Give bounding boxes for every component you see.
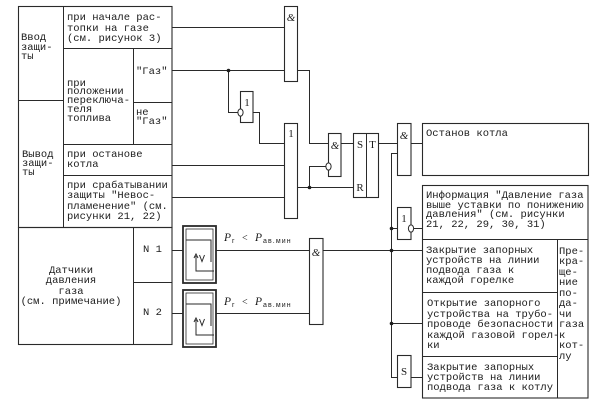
gate-label: S	[401, 366, 407, 378]
sensor-n2-label: N 2	[143, 307, 162, 319]
setpoint-subscript: ав.мин	[263, 302, 292, 309]
arrow-up-icon	[193, 252, 199, 259]
sensors-table-border	[17, 226, 173, 346]
inverted-output-icon	[407, 224, 415, 233]
inverted-input-icon	[237, 108, 244, 117]
gate-set: S	[396, 354, 412, 389]
protection-enable-label: Ввод защи- ты	[21, 32, 53, 63]
close-burner-valves-output: Закрытие запорных устройств на линии под…	[426, 245, 540, 287]
wire-or-to-inverted-input	[309, 166, 326, 188]
reset-input-label: R	[356, 182, 364, 194]
hysteresis-upper-icon	[186, 303, 212, 326]
sensors-table	[17, 226, 173, 346]
junctions	[226, 68, 394, 326]
pressure-symbol: P	[223, 296, 231, 308]
gate-body	[283, 122, 299, 220]
less-than-operator: <	[242, 233, 248, 244]
gate-or: 1	[283, 122, 299, 220]
gate-and-3: &	[396, 122, 412, 177]
gate-and-2: &	[325, 132, 342, 178]
boiler-stop-condition: при останове котла	[67, 149, 143, 172]
arrow-down-icon	[199, 318, 205, 327]
gate-body	[396, 354, 412, 389]
outputs-table-border	[421, 184, 589, 399]
pressure-sensor-n2	[182, 289, 217, 348]
gate-body	[327, 132, 342, 178]
open-safety-valve-output: Открытие запорного устройства на трубо- …	[427, 298, 560, 352]
junction-dot	[307, 185, 312, 190]
set-input-label: S	[357, 139, 363, 151]
pressure-condition-n2: Pг < Pав.мин	[223, 296, 292, 309]
gate-body	[396, 122, 412, 177]
sr-trigger: S R T	[352, 132, 380, 199]
close-boiler-valves-output: Закрытие запорных устройств на линии под…	[427, 361, 554, 394]
junction-dot	[389, 321, 394, 326]
gate-body	[283, 5, 299, 83]
gas-supply-stop-label: Пре- кра- ще- ние по- да- чи газа к кот-…	[559, 246, 585, 363]
pressure-sensor-n1	[182, 225, 217, 284]
wire-branch-to-not	[228, 70, 238, 113]
hysteresis-upper-icon	[186, 239, 212, 262]
junction-dot	[389, 226, 394, 231]
gate-label: 1	[244, 97, 250, 109]
sensor-inner-border	[185, 228, 214, 281]
boiler-stop-output: Останов котла	[426, 128, 508, 140]
junction-dot	[226, 68, 231, 73]
setpoint-symbol: P	[254, 232, 262, 244]
fuel-not-gas-option: не "Газ"	[136, 106, 168, 128]
wire-bus	[391, 153, 398, 378]
gate-and-1: &	[283, 5, 299, 83]
setpoint-subscript: ав.мин	[263, 238, 292, 245]
gate-label: &	[312, 247, 321, 259]
wire-and1-output	[297, 70, 329, 144]
fuel-gas-option: "Газ"	[136, 66, 168, 78]
protection-disable-label: Вывод защи- ты	[22, 148, 54, 180]
gate-body	[239, 90, 254, 124]
gas-pressure-sensors-label: Датчики давления газа (см. примечание)	[20, 264, 122, 309]
less-than-operator: <	[242, 297, 248, 308]
pressure-condition-n1: Pг < Pав.мин	[223, 232, 292, 245]
gate-not-1: 1	[237, 90, 254, 124]
junction-dot	[389, 248, 394, 253]
pressure-symbol: P	[223, 232, 231, 244]
trigger-label: T	[369, 139, 376, 151]
boiler-stop-box	[421, 122, 590, 177]
gate-label: &	[287, 12, 296, 24]
gate-label: 1	[288, 128, 294, 140]
inverted-input-icon	[325, 162, 332, 171]
gate-and-4: &	[308, 237, 324, 326]
arrow-up-icon	[193, 316, 199, 323]
fuel-switch-position-condition: при положении переключа- теля топлива	[67, 77, 131, 125]
gate-body	[396, 206, 412, 241]
flame-failure-condition: при срабатывании защиты "Невос- пламенен…	[67, 179, 168, 224]
hysteresis-lower-icon	[195, 320, 214, 336]
pressure-subscript: г	[232, 238, 236, 245]
sensor-inner-border	[185, 292, 214, 345]
pressure-info-output: Информация "Давление газа выше уставки п…	[426, 190, 584, 232]
gate-label: 1	[401, 213, 407, 225]
gas-firing-start-condition: при начале рас- топки на газе (см. рисун…	[67, 12, 162, 45]
gate-not-2: 1	[396, 206, 415, 241]
gate-label: &	[331, 140, 340, 152]
arrow-down-icon	[199, 254, 205, 263]
setpoint-symbol: P	[254, 296, 262, 308]
hysteresis-lower-icon	[195, 256, 214, 272]
gate-label: &	[400, 130, 409, 142]
sensor-n1-label: N 1	[143, 244, 162, 256]
wire-not-to-or	[253, 112, 285, 144]
outputs-table	[421, 184, 589, 399]
gate-body	[308, 237, 324, 326]
pressure-subscript: г	[232, 302, 236, 309]
